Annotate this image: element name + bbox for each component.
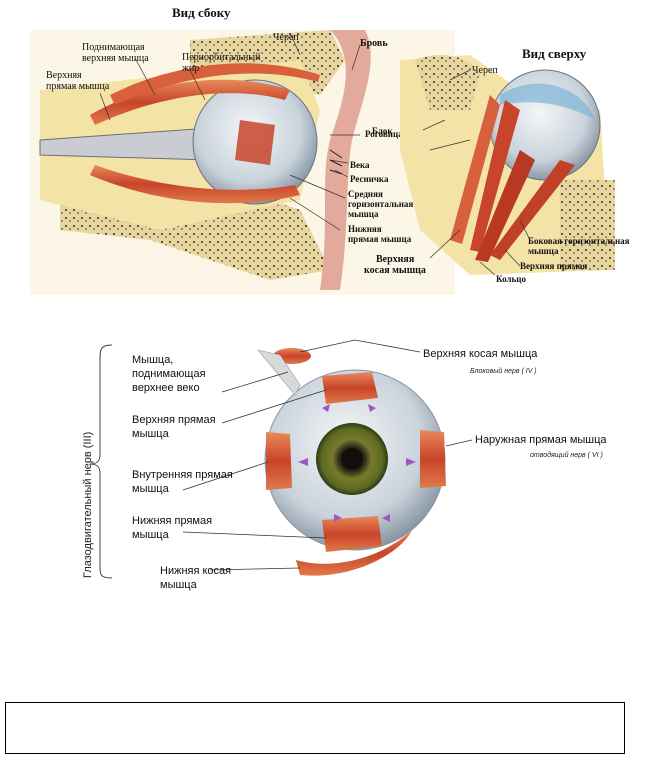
lateral-rectus-top xyxy=(475,150,535,262)
label-superior-oblique-front: Верхняя косая мышца xyxy=(423,348,538,360)
label-eyelash: Ресничка xyxy=(350,174,389,184)
label-skull-top: Череп xyxy=(472,65,498,76)
label-lateral-top-1: Боковая горизонтальная xyxy=(528,236,630,246)
lateral-muscle-side xyxy=(235,120,275,165)
label-superior-rectus-top: Верхняя прямая xyxy=(520,261,587,271)
label-middle-3: мышца xyxy=(348,209,379,219)
superior-oblique-top xyxy=(450,95,500,244)
inferior-rectus-front xyxy=(322,516,382,552)
label-superior-rectus-front-2: мышца xyxy=(132,428,170,440)
label-levator-side-1: Поднимающая xyxy=(82,42,145,53)
superior-rectus-top xyxy=(470,100,520,252)
label-levator-front-1: Мышца, xyxy=(132,354,173,366)
top-view-illustration xyxy=(400,55,615,276)
skull-bone-top xyxy=(415,55,480,110)
label-inferior-rectus-front-2: мышца xyxy=(132,529,170,541)
label-levator-front-3: верхнее веко xyxy=(132,382,200,394)
label-superior-oblique-top-1: Верхняя xyxy=(376,254,415,265)
label-lids: Века xyxy=(350,160,370,170)
lateral-rectus-front xyxy=(420,430,446,488)
superior-rectus-front xyxy=(322,372,378,404)
label-levator-side-2: верхняя мышца xyxy=(82,53,149,64)
label-skull-side: Череп xyxy=(273,32,299,43)
top-view-title: Вид сверху xyxy=(522,46,587,61)
label-middle-1: Средняя xyxy=(348,189,383,199)
label-trochlear-nerve: Блоковый нерв ( IV ) xyxy=(470,367,537,375)
inferior-rectus-side xyxy=(90,165,300,204)
label-inferior-2: прямая мышца xyxy=(348,234,412,244)
medial-rectus-front xyxy=(266,432,292,490)
label-middle-2: горизонтальная xyxy=(348,199,413,209)
label-lateral-rectus-front: Наружная прямая мышца xyxy=(475,434,607,446)
empty-caption-box xyxy=(5,702,625,754)
label-periorbital-1: Периорбитальный xyxy=(182,52,261,63)
label-abducens-nerve: отводящий нерв ( VI ) xyxy=(530,451,603,459)
label-superior-rectus-front-1: Верхняя прямая xyxy=(132,414,216,426)
label-oculomotor-nerve: Глазодвигательный нерв (III) xyxy=(82,432,94,578)
label-inferior-rectus-front-1: Нижняя прямая xyxy=(132,515,212,527)
side-view-title: Вид сбоку xyxy=(172,5,231,20)
label-medial-rectus-front-1: Внутренняя прямая xyxy=(132,469,233,481)
label-cornea: Роговица xyxy=(365,129,403,139)
label-medial-rectus-front-2: мышца xyxy=(132,483,170,495)
label-inferior-oblique-front-1: Нижняя косая xyxy=(160,565,231,577)
nerve-bracket xyxy=(89,344,113,579)
label-inferior-1: Нижняя xyxy=(348,224,382,234)
cornea-top xyxy=(500,83,595,120)
label-levator-front-2: поднимающая xyxy=(132,368,206,380)
label-ring: Кольцо xyxy=(496,274,526,284)
inferior-oblique-front xyxy=(296,530,412,576)
medial-muscle-top xyxy=(490,160,575,260)
levator-side xyxy=(110,63,320,105)
label-superior-oblique-top-2: косая мышца xyxy=(364,265,426,276)
label-superior-rectus-side-2: прямая мышца xyxy=(46,81,110,92)
label-brow: Бровь xyxy=(360,38,388,49)
pupil xyxy=(341,448,363,470)
label-periorbital-2: жир xyxy=(181,63,199,74)
trochlea-tendon xyxy=(257,349,301,396)
eyelash-marks xyxy=(329,149,343,175)
label-inferior-oblique-front-2: мышца xyxy=(160,579,198,591)
movement-arrows xyxy=(298,404,416,522)
skull-bone-right xyxy=(560,180,615,270)
label-trochlea: Блок xyxy=(372,126,393,136)
superior-rectus-side xyxy=(90,79,290,125)
label-lateral-top-2: мышца xyxy=(528,246,559,256)
side-view-illustration xyxy=(30,30,455,295)
label-superior-rectus-side-1: Верхняя xyxy=(46,70,82,81)
frontal-eye-illustration xyxy=(89,339,473,579)
